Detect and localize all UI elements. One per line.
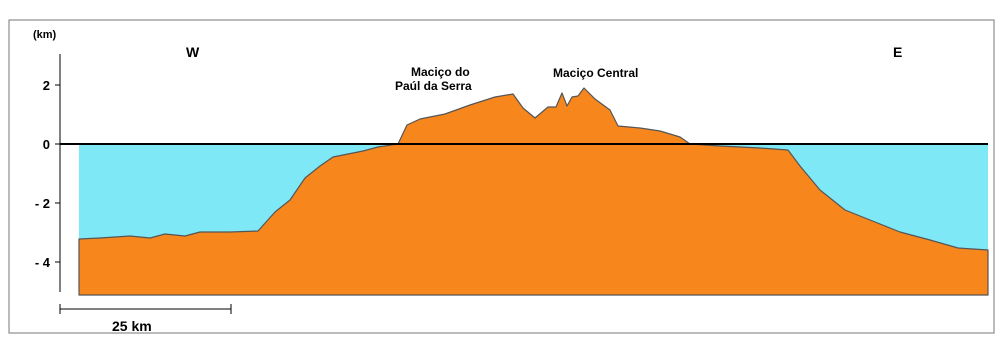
unit-label: (km) bbox=[33, 29, 57, 41]
island-profile bbox=[78, 87, 989, 296]
scale-bar-label: 25 km bbox=[112, 318, 152, 334]
massif-paul-da-serra-label-line2: Paúl da Serra bbox=[395, 79, 472, 93]
y-axis-ticks: 2 0 - 2 - 4 bbox=[35, 78, 60, 270]
direction-west-label: W bbox=[186, 44, 200, 60]
direction-east-label: E bbox=[893, 44, 902, 60]
y-tick-label-3: - 4 bbox=[35, 255, 51, 270]
massif-paul-da-serra-label-line1: Maciço do bbox=[411, 65, 470, 79]
y-tick-label-0: 2 bbox=[43, 78, 50, 93]
y-tick-label-2: - 2 bbox=[35, 196, 50, 211]
y-tick-label-1: 0 bbox=[43, 137, 50, 152]
massif-central-label: Maciço Central bbox=[553, 66, 638, 80]
